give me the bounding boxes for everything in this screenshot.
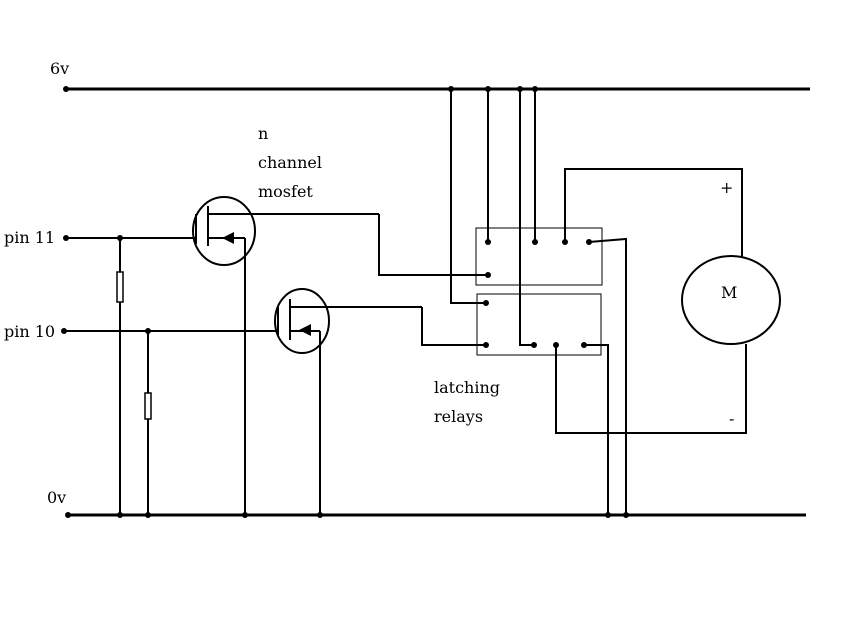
motor-minus-wire bbox=[555, 344, 747, 434]
pin-11-label: pin 11 bbox=[4, 228, 55, 247]
relay-1-coil-pin bbox=[485, 272, 491, 278]
relay-2-box bbox=[476, 293, 602, 356]
junction-0v-626 bbox=[623, 512, 629, 518]
relay-1-coil-supply-pin bbox=[485, 239, 491, 245]
junction-6v-488 bbox=[485, 86, 491, 92]
rail-6v-terminal bbox=[63, 86, 69, 92]
relay-2-coil-wire bbox=[421, 307, 486, 346]
relays-label-line-1: latching bbox=[434, 378, 500, 397]
relay-2-contact-supply-wire bbox=[519, 89, 534, 346]
motor-plus-label: + bbox=[720, 178, 733, 197]
rail-6v-label: 6v bbox=[50, 59, 69, 78]
junction-0v-608 bbox=[605, 512, 611, 518]
mosfet-2-source-junction bbox=[317, 512, 323, 518]
resistor-1 bbox=[116, 271, 124, 303]
relay-2-ground-wire bbox=[584, 344, 609, 515]
relay-2-common-pin bbox=[553, 342, 559, 348]
mosfet-label-line-2: channel bbox=[258, 153, 322, 172]
mosfet-label-line-3: mosfet bbox=[258, 182, 313, 201]
motor-label: M bbox=[721, 283, 737, 302]
junction-6v-535 bbox=[532, 86, 538, 92]
mosfet-label: n channel mosfet bbox=[258, 124, 322, 201]
relays-label-line-2: relays bbox=[434, 407, 483, 426]
mosfet-2-body bbox=[274, 288, 330, 354]
resistor-2-junction-bottom bbox=[145, 512, 151, 518]
resistor-1-junction-bottom bbox=[117, 512, 123, 518]
motor-minus-label: - bbox=[729, 409, 734, 428]
mosfet-1-arrow bbox=[222, 232, 234, 244]
pulldown-resistors bbox=[116, 235, 152, 518]
mosfet-2 bbox=[274, 288, 422, 518]
relay-2-coil-supply-pin bbox=[483, 300, 489, 306]
motor: M + - bbox=[681, 178, 781, 428]
rail-0v-terminal bbox=[65, 512, 71, 518]
motor-plus-wire bbox=[564, 168, 743, 257]
junction-6v-520 bbox=[517, 86, 523, 92]
rail-0v-label: 0v bbox=[47, 488, 66, 507]
junction-6v-451 bbox=[448, 86, 454, 92]
resistor-2 bbox=[144, 392, 152, 420]
mosfet-2-arrow bbox=[299, 324, 311, 336]
input-pins: pin 11 pin 10 bbox=[4, 228, 278, 341]
mosfet-1 bbox=[192, 196, 379, 518]
mosfet-1-body bbox=[192, 196, 256, 266]
relay-2-coil-supply-wire bbox=[450, 89, 486, 304]
relay-2-contact-pin-a bbox=[531, 342, 537, 348]
relay-wiring bbox=[378, 86, 747, 518]
latching-relays: latching relays bbox=[434, 227, 603, 426]
relay-1-box bbox=[475, 227, 603, 286]
relay-1-contact-pin-b bbox=[586, 239, 592, 245]
mosfet-label-line-1: n bbox=[258, 124, 268, 143]
relay-1-common-pin bbox=[562, 239, 568, 245]
mosfet-1-source-junction bbox=[242, 512, 248, 518]
relay-1-ground-wire bbox=[588, 237, 627, 515]
supply-rails: 6v 0v bbox=[47, 59, 810, 518]
pin-10-label: pin 10 bbox=[4, 322, 55, 341]
relay-1-coil-wire bbox=[378, 214, 488, 276]
relay-1-contact-pin-a bbox=[532, 239, 538, 245]
motor-body bbox=[681, 255, 781, 345]
relay-2-contact-pin-b bbox=[581, 342, 587, 348]
relay-2-coil-pin bbox=[483, 342, 489, 348]
